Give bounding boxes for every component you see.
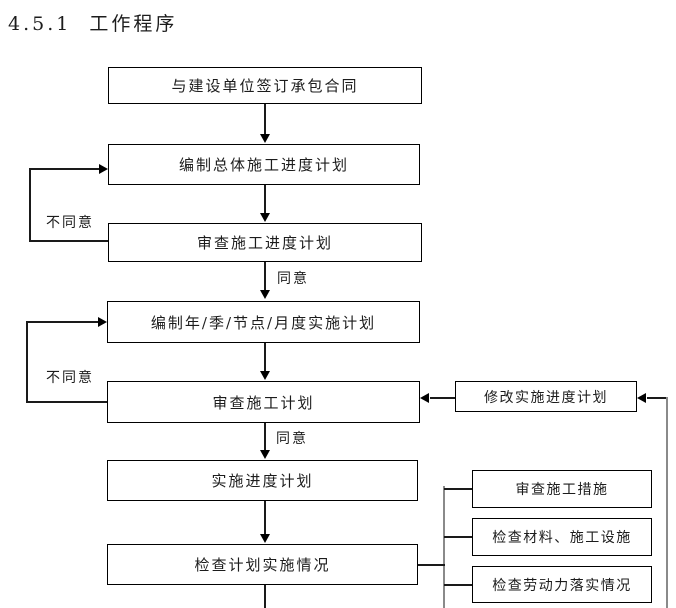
arrowhead-right-icon bbox=[98, 317, 107, 327]
node-check-materials: 检查材料、施工设施 bbox=[472, 518, 652, 556]
node-review-plan: 审查施工计划 bbox=[107, 381, 420, 423]
connector-7-continues bbox=[264, 585, 266, 608]
edge-label-disagree-2: 不同意 bbox=[46, 370, 94, 386]
check7-to-spine-line bbox=[418, 564, 445, 566]
arrowhead-down-icon bbox=[260, 290, 270, 299]
arrowhead-down-icon bbox=[260, 213, 270, 222]
arrowhead-left-icon bbox=[637, 393, 646, 403]
arrowhead-down-icon bbox=[260, 450, 270, 459]
feedback1-vertical-line bbox=[29, 168, 31, 242]
connector-2-3 bbox=[264, 185, 266, 214]
node-implement-schedule: 实施进度计划 bbox=[107, 460, 418, 501]
feedback2-top-line bbox=[26, 321, 98, 323]
connector-6-7 bbox=[264, 501, 266, 535]
node-check-implementation: 检查计划实施情况 bbox=[107, 544, 418, 585]
node-review-schedule: 审查施工进度计划 bbox=[108, 223, 422, 262]
feedback1-bottom-line bbox=[29, 240, 108, 242]
arrowhead-left-icon bbox=[420, 393, 429, 403]
return-to-modify-line bbox=[647, 397, 668, 399]
modify-to-review-line bbox=[430, 397, 455, 399]
node-modify-schedule: 修改实施进度计划 bbox=[455, 381, 637, 412]
right-return-vertical-line bbox=[666, 397, 668, 608]
spine-stub-check-labor bbox=[444, 584, 472, 586]
connector-3-4 bbox=[264, 262, 266, 291]
node-sign-contract: 与建设单位签订承包合同 bbox=[108, 67, 422, 104]
connector-4-5 bbox=[264, 343, 266, 372]
check-spine-line bbox=[443, 486, 445, 608]
feedback1-top-line bbox=[29, 168, 99, 170]
connector-1-2 bbox=[264, 104, 266, 134]
feedback2-vertical-line bbox=[26, 321, 28, 403]
arrowhead-down-icon bbox=[260, 134, 270, 143]
feedback2-bottom-line bbox=[26, 401, 107, 403]
node-check-labor: 检查劳动力落实情况 bbox=[472, 566, 652, 603]
arrowhead-down-icon bbox=[260, 534, 270, 543]
spine-stub-review-measures bbox=[444, 488, 472, 490]
node-review-measures: 审查施工措施 bbox=[472, 470, 652, 508]
spine-stub-check-materials bbox=[444, 536, 472, 538]
section-heading: 4.5.1 工作程序 bbox=[8, 13, 178, 35]
arrowhead-right-icon bbox=[99, 164, 108, 174]
edge-label-disagree-1: 不同意 bbox=[46, 215, 94, 231]
connector-5-6 bbox=[264, 423, 266, 451]
node-compile-overall-schedule: 编制总体施工进度计划 bbox=[108, 144, 420, 185]
edge-label-agree-1: 同意 bbox=[277, 271, 309, 287]
node-compile-periodic-plan: 编制年/季/节点/月度实施计划 bbox=[107, 301, 420, 343]
edge-label-agree-2: 同意 bbox=[276, 431, 308, 447]
arrowhead-down-icon bbox=[260, 371, 270, 380]
